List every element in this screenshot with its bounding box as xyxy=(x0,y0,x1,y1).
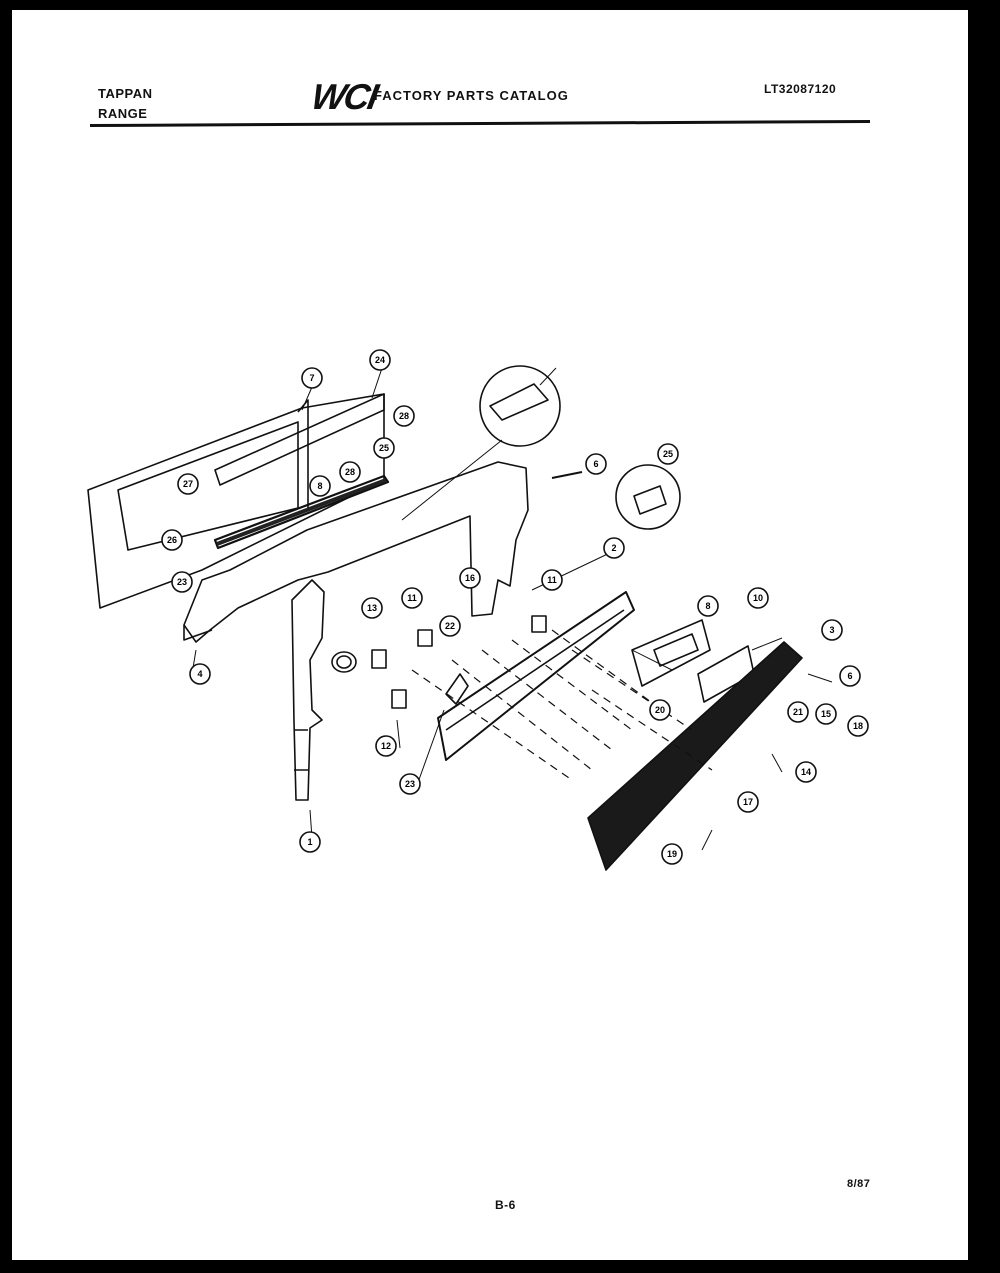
clock-assembly xyxy=(631,619,711,687)
callout-circle-c16 xyxy=(459,567,481,589)
callout-label-c7: 7 xyxy=(309,373,314,383)
callout-circle-c14 xyxy=(795,761,817,783)
callout-circle-c17 xyxy=(737,791,759,813)
catalog-page: TAPPAN RANGE WCI FACTORY PARTS CATALOG L… xyxy=(12,10,968,1260)
callout-label-c23b: 23 xyxy=(405,779,415,789)
callout-label-c10: 10 xyxy=(753,593,763,603)
callout-circle-c11b xyxy=(541,569,563,591)
page-number: B-6 xyxy=(495,1198,516,1212)
callout-circle-c22 xyxy=(439,615,461,637)
callout-circle-c18 xyxy=(847,715,869,737)
product-type: RANGE xyxy=(98,106,148,121)
callout-label-c3: 3 xyxy=(829,625,834,635)
callout-label-c1: 1 xyxy=(307,837,312,847)
callout-circle-c7 xyxy=(301,367,323,389)
callout-label-c11b: 11 xyxy=(547,575,557,585)
callout-label-c28a: 28 xyxy=(399,411,409,421)
callout-circle-c28a xyxy=(393,405,415,427)
callout-circle-c21 xyxy=(787,701,809,723)
model-number: LT32087120 xyxy=(764,82,837,96)
revision-date: 8/87 xyxy=(847,1178,871,1190)
callout-label-c22: 22 xyxy=(445,621,455,631)
callout-label-c17: 17 xyxy=(743,797,753,807)
callout-label-c25a: 25 xyxy=(379,443,389,453)
callout-label-c12: 12 xyxy=(381,741,391,751)
callout-circle-c11a xyxy=(401,587,423,609)
callout-label-c6a: 6 xyxy=(593,459,598,469)
callout-group: 7 24 28 28 25 27 8 26 23 4 6 25 2 13 11 16 11 22 8 10 3 6 20 21… xyxy=(161,349,869,865)
control-glass xyxy=(587,641,803,871)
left-end-panel xyxy=(291,579,325,801)
callout-label-c6b: 6 xyxy=(847,671,852,681)
callout-label-c11a: 11 xyxy=(407,593,417,603)
callout-circle-c25b xyxy=(657,443,679,465)
callout-circle-c26 xyxy=(161,529,183,551)
callout-label-c26: 26 xyxy=(167,535,177,545)
callout-circle-c2 xyxy=(603,537,625,559)
callout-circle-c8a xyxy=(309,475,331,497)
callout-label-c23a: 23 xyxy=(177,577,187,587)
control-panel xyxy=(437,591,635,761)
callout-label-c16: 16 xyxy=(465,573,475,583)
callout-circle-c10 xyxy=(747,587,769,609)
callout-circle-c23a xyxy=(171,571,193,593)
callout-label-c24: 24 xyxy=(375,355,385,365)
callout-circle-c15 xyxy=(815,703,837,725)
callout-circle-c6a xyxy=(585,453,607,475)
callout-circle-c28b xyxy=(339,461,361,483)
callout-circle-c19 xyxy=(661,843,683,865)
callout-circle-c8b xyxy=(697,595,719,617)
callout-label-c14: 14 xyxy=(801,767,811,777)
callout-label-c4: 4 xyxy=(197,669,202,679)
callout-circle-c4 xyxy=(189,663,211,685)
callout-circle-c13 xyxy=(361,597,383,619)
callout-label-c8b: 8 xyxy=(705,601,710,611)
callout-circle-c24 xyxy=(369,349,391,371)
callout-label-c2: 2 xyxy=(611,543,616,553)
callout-label-c21: 21 xyxy=(793,707,803,717)
callout-label-c18: 18 xyxy=(853,721,863,731)
gasket-strip xyxy=(213,474,390,550)
callout-label-c20: 20 xyxy=(655,705,665,715)
callout-circle-c6b xyxy=(839,665,861,687)
callout-circle-c1 xyxy=(299,831,321,853)
callout-label-c19: 19 xyxy=(667,849,677,859)
callout-circle-c12 xyxy=(375,735,397,757)
callout-label-c25b: 25 xyxy=(663,449,673,459)
catalog-title: FACTORY PARTS CATALOG xyxy=(374,88,569,103)
callout-label-c27: 27 xyxy=(183,479,193,489)
exploded-parts-diagram: 7 24 28 28 25 27 8 26 23 4 6 25 2 13 11 16 11 22 8 10 3 6 20 21… xyxy=(87,349,869,871)
callout-circle-c20 xyxy=(649,699,671,721)
backguard-frame xyxy=(183,461,529,643)
callout-label-c28b: 28 xyxy=(345,467,355,477)
callout-circle-c23b xyxy=(399,773,421,795)
callout-circle-c3 xyxy=(821,619,843,641)
callout-label-c8a: 8 xyxy=(317,481,322,491)
callout-label-c13: 13 xyxy=(367,603,377,613)
callout-circle-c25a xyxy=(373,437,395,459)
callout-circle-c27 xyxy=(177,473,199,495)
brand-name: TAPPAN xyxy=(98,86,153,101)
callout-label-c15: 15 xyxy=(821,709,831,719)
